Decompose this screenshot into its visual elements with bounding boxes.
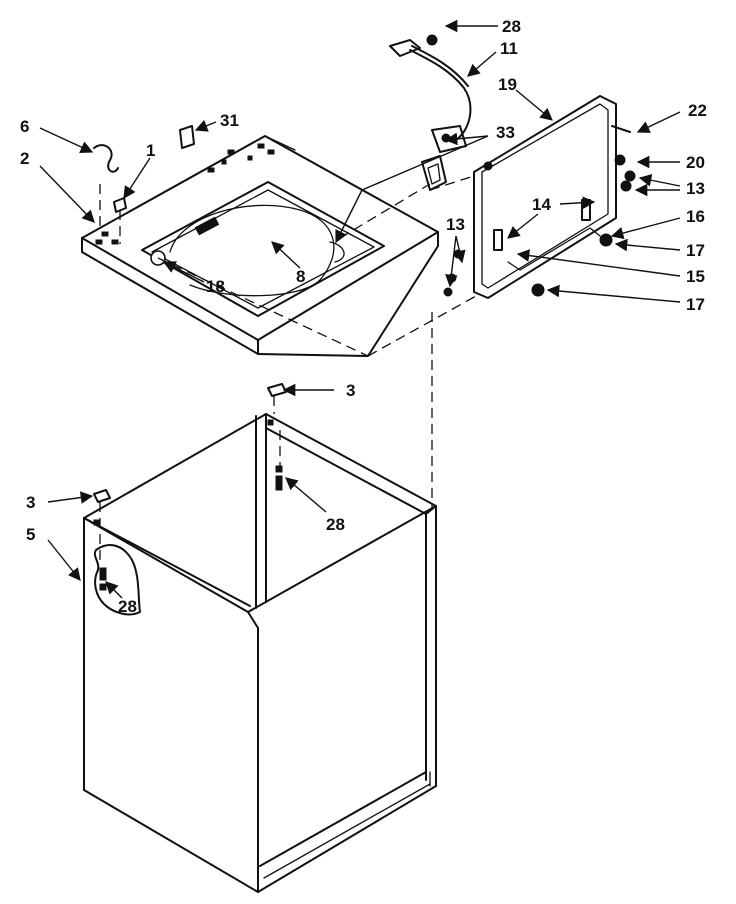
callout-33: 33 xyxy=(496,123,515,142)
callout-1: 1 xyxy=(146,141,155,160)
clip-left xyxy=(93,489,111,503)
callout-13-right: 13 xyxy=(686,179,705,198)
cabinet-top xyxy=(81,135,439,357)
callout-20: 20 xyxy=(686,153,705,172)
assembly-lines xyxy=(99,175,477,560)
callout-16: 16 xyxy=(686,207,705,226)
lid-handle xyxy=(421,155,447,191)
callout-13-left: 13 xyxy=(446,215,465,234)
callout-18: 18 xyxy=(206,277,225,296)
callout-labels: 28 11 19 22 33 20 13 14 16 13 17 15 17 3… xyxy=(20,17,707,616)
callout-11: 11 xyxy=(500,39,518,58)
callout-28-panel: 28 xyxy=(118,597,137,616)
callout-8: 8 xyxy=(296,267,305,286)
callout-14: 14 xyxy=(532,195,551,214)
callout-17-upper: 17 xyxy=(686,241,705,260)
callout-19: 19 xyxy=(498,75,517,94)
leader-lines xyxy=(39,19,681,599)
callout-5: 5 xyxy=(26,525,35,544)
lid-switch-harness xyxy=(389,34,472,153)
callout-31: 31 xyxy=(220,111,239,130)
cabinet xyxy=(83,413,437,893)
callout-3-top: 3 xyxy=(346,381,355,400)
callout-3-left: 3 xyxy=(26,493,35,512)
clip-top xyxy=(267,383,287,397)
callout-17-lower: 17 xyxy=(686,295,705,314)
callout-2: 2 xyxy=(20,149,29,168)
top-small-parts xyxy=(93,125,195,213)
callout-15: 15 xyxy=(686,267,705,286)
callout-28-mid: 28 xyxy=(326,515,345,534)
callout-6: 6 xyxy=(20,117,29,136)
callout-22: 22 xyxy=(688,101,707,120)
callout-28-top: 28 xyxy=(502,17,521,36)
